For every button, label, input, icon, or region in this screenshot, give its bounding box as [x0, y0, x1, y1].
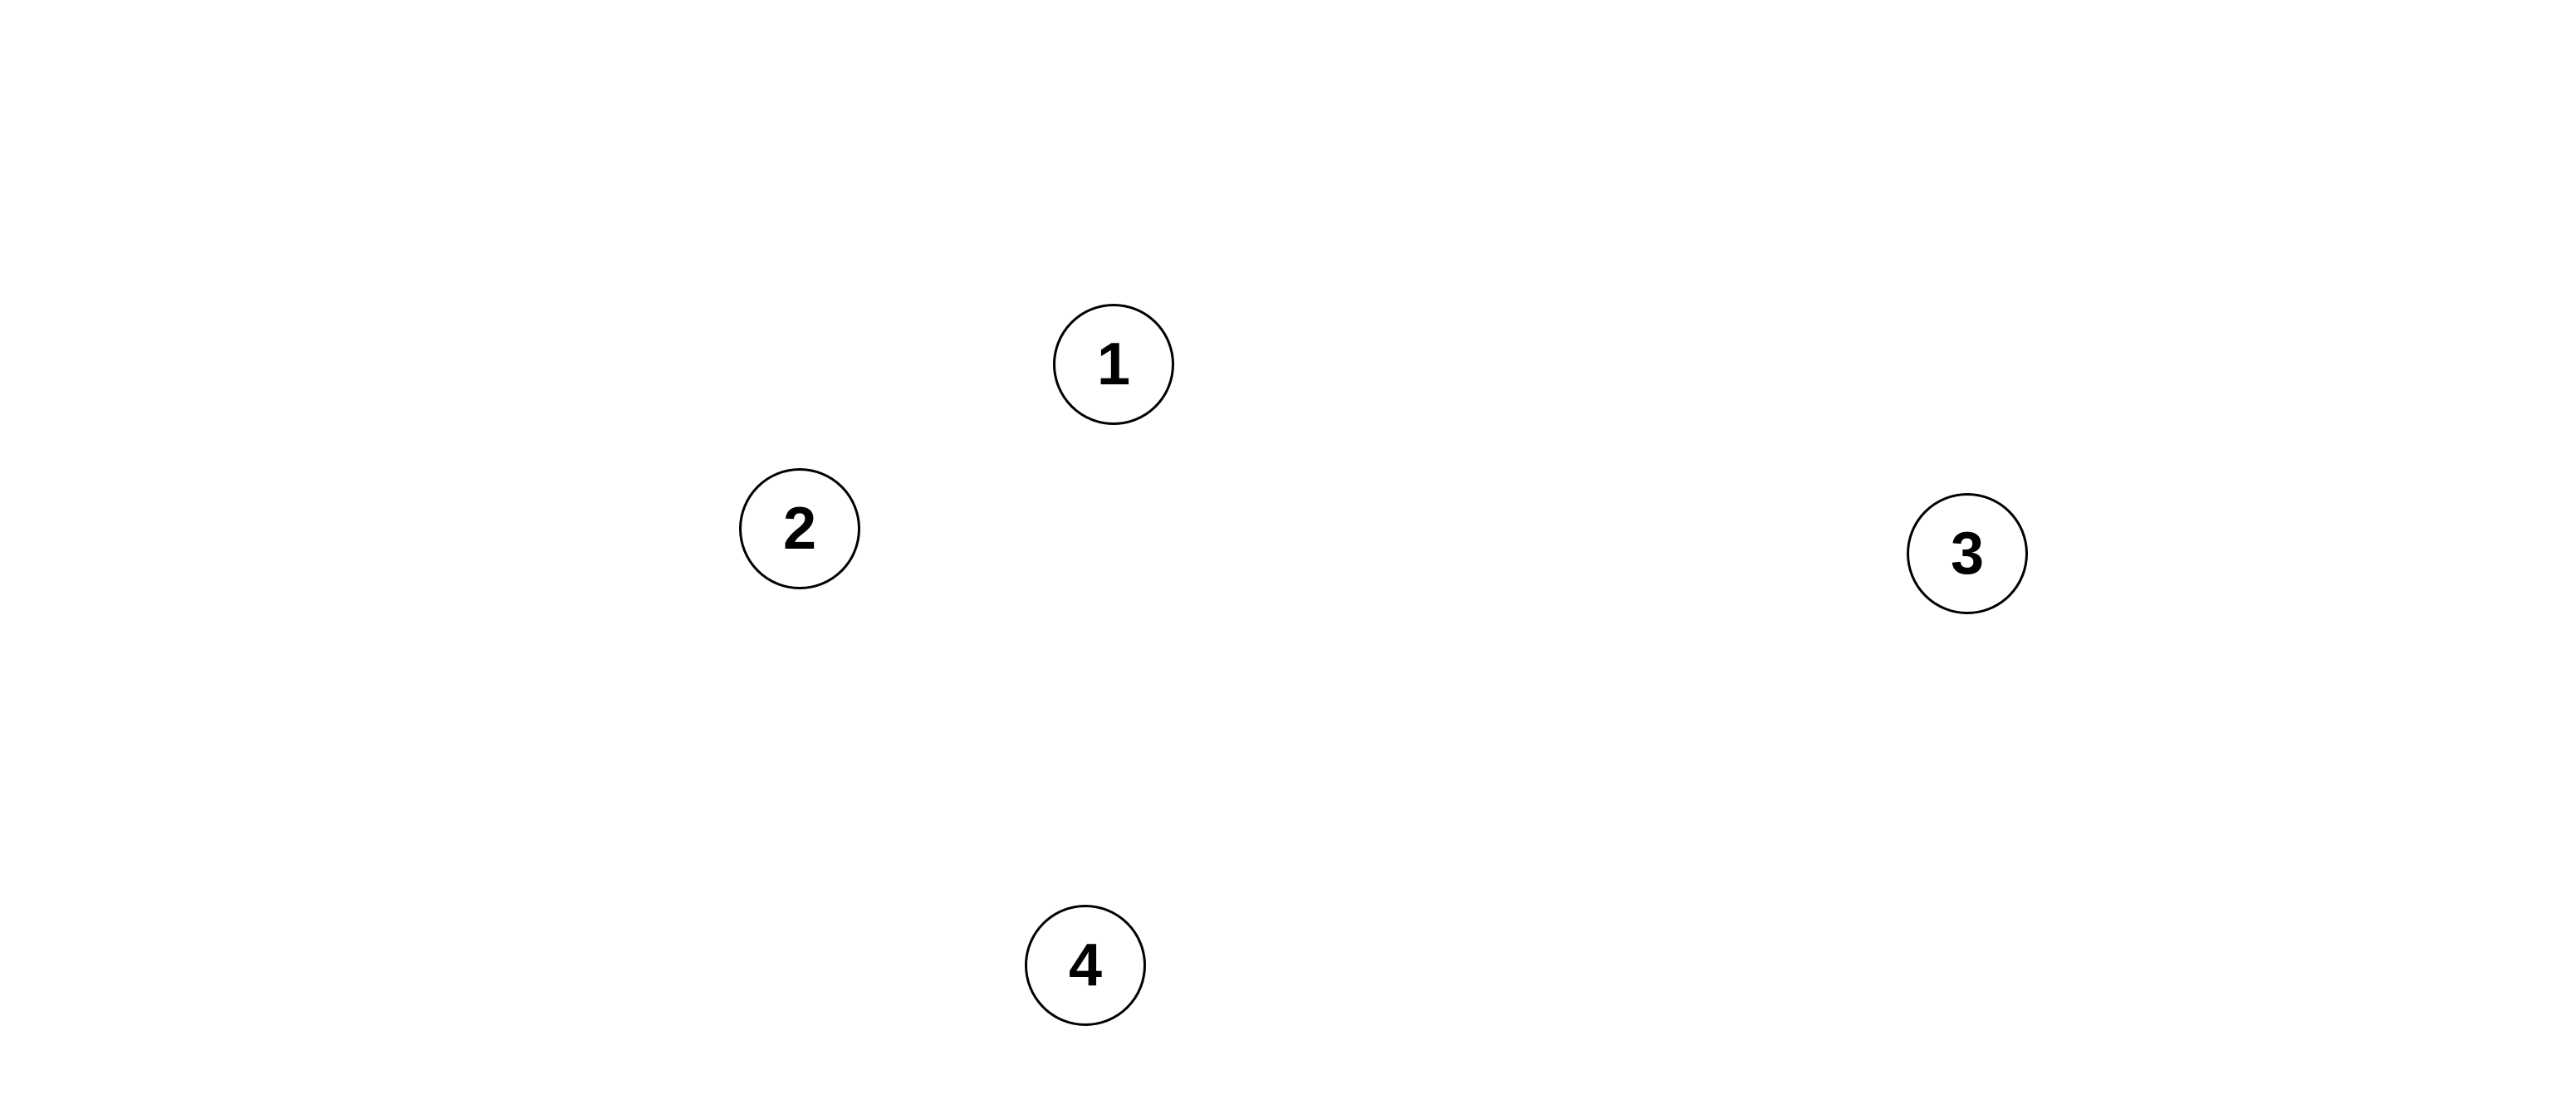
node-1[interactable]: 1 [1053, 304, 1174, 425]
node-2[interactable]: 2 [739, 468, 860, 589]
node-1-label: 1 [1096, 331, 1131, 398]
node-2-label: 2 [782, 496, 817, 562]
node-4[interactable]: 4 [1025, 905, 1146, 1026]
node-3-label: 3 [1950, 520, 1985, 587]
node-3[interactable]: 3 [1907, 493, 2028, 614]
node-4-label: 4 [1068, 932, 1103, 999]
